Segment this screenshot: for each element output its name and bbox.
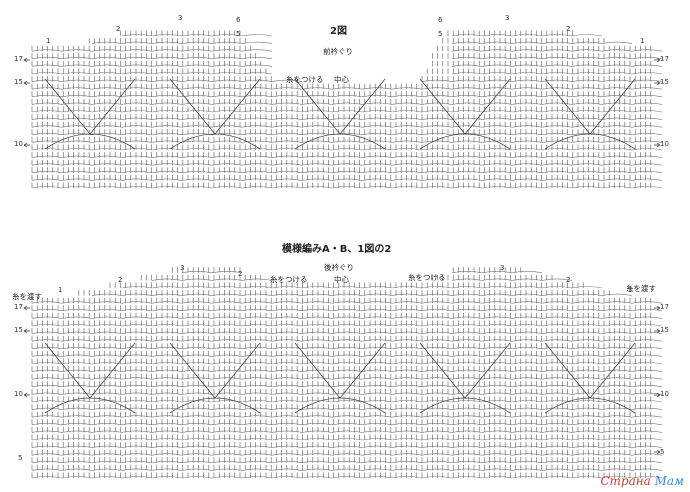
chain-row <box>31 347 663 350</box>
chain-row <box>31 95 663 98</box>
chain-row <box>31 362 663 365</box>
chain-row <box>31 430 663 433</box>
chain-row <box>121 34 603 37</box>
pineapple-motif <box>419 78 511 150</box>
chain-row <box>31 186 663 189</box>
chain-row <box>31 385 663 388</box>
diagram2-stitch-grid <box>31 267 663 479</box>
chain-row <box>31 438 663 441</box>
chain-row <box>31 64 663 67</box>
chain-row <box>31 79 663 82</box>
chain-row <box>31 354 663 357</box>
chain-row <box>31 331 663 334</box>
chain-row <box>31 339 663 342</box>
chain-row <box>31 102 663 105</box>
chain-row <box>31 476 663 479</box>
chain-row <box>91 41 633 44</box>
chain-row <box>31 415 663 418</box>
chain-row <box>31 117 663 120</box>
chain-row <box>31 178 663 181</box>
chain-row <box>31 453 663 456</box>
chain-row <box>31 72 663 75</box>
chain-row <box>31 49 663 52</box>
pineapple-motif <box>544 78 636 150</box>
pineapple-motif <box>44 78 136 150</box>
chain-row <box>31 133 663 136</box>
chain-row <box>31 171 663 174</box>
pineapple-motif <box>169 78 261 150</box>
chain-row <box>31 155 663 158</box>
chain-row <box>31 392 663 395</box>
chain-row <box>31 87 663 90</box>
diagram1-stitch-grid <box>31 30 663 189</box>
chain-row <box>31 468 663 471</box>
chain-row <box>31 163 663 166</box>
chain-row <box>31 140 663 143</box>
chain-row <box>31 461 663 464</box>
chain-row <box>31 316 663 319</box>
chain-row <box>31 110 663 113</box>
chain-row <box>31 423 663 426</box>
chain-row <box>31 125 663 128</box>
chain-row <box>31 57 663 60</box>
chain-row <box>31 324 663 327</box>
chain-row <box>31 445 663 448</box>
pineapple-motif <box>294 78 386 150</box>
chain-row <box>31 148 663 151</box>
